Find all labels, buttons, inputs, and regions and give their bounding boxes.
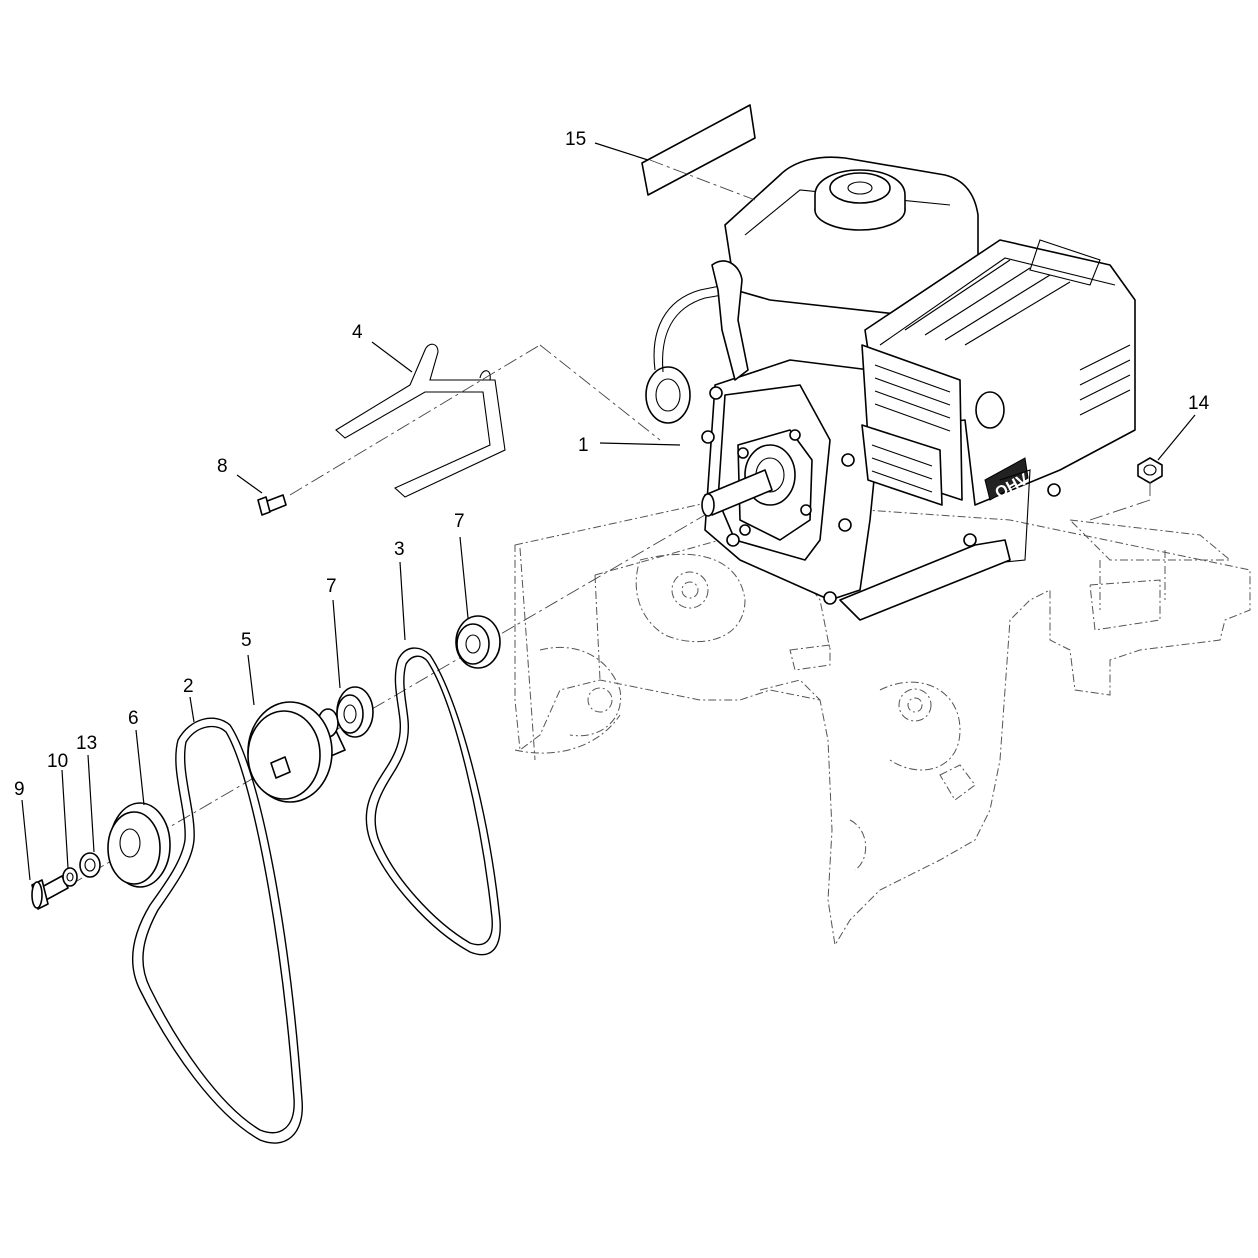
engine-assembly: OHV: [645, 156, 1136, 621]
hex-nut-14: [1137, 457, 1163, 484]
callout-labels: 15 1 4 8 3 7 7 5 2 6 13 10 9 14: [14, 129, 1210, 800]
crankshaft: [701, 469, 773, 517]
bolt-9: [31, 875, 69, 910]
callout-15: 15: [565, 129, 586, 150]
callout-2: 2: [183, 676, 194, 697]
callout-13: 13: [76, 733, 97, 754]
callout-9: 9: [14, 779, 25, 800]
lock-washer-10: [62, 867, 78, 887]
callout-5: 5: [241, 630, 252, 651]
crank-flange: [737, 429, 813, 541]
pulley-5: [247, 701, 346, 803]
wire-bracket-4: [335, 343, 506, 498]
decal-15: [641, 104, 756, 196]
callout-6: 6: [128, 708, 139, 729]
engine-vent-panel: [861, 344, 963, 506]
bolt-8: [257, 494, 287, 516]
leader-lines: [21, 142, 1196, 881]
fuel-cap: [814, 169, 906, 231]
belt-3: [365, 647, 501, 956]
muffler-shroud: [864, 239, 1136, 506]
chassis-frame-phantom: [514, 499, 1251, 947]
callout-14: 14: [1188, 393, 1210, 414]
callout-10: 10: [47, 751, 68, 772]
recoil-starter: [645, 284, 729, 424]
callout-3: 3: [394, 539, 405, 560]
bushing-7-front: [336, 686, 374, 738]
callout-7-rear: 7: [454, 511, 465, 532]
callout-1: 1: [578, 435, 589, 456]
assembly-centerlines: [69, 159, 1151, 886]
callout-7-front: 7: [326, 576, 337, 597]
pulley-6: [107, 802, 171, 888]
callout-4: 4: [352, 322, 363, 343]
flat-washer-13: [79, 852, 101, 878]
callout-8: 8: [217, 456, 228, 477]
bushing-7-rear: [455, 615, 501, 669]
